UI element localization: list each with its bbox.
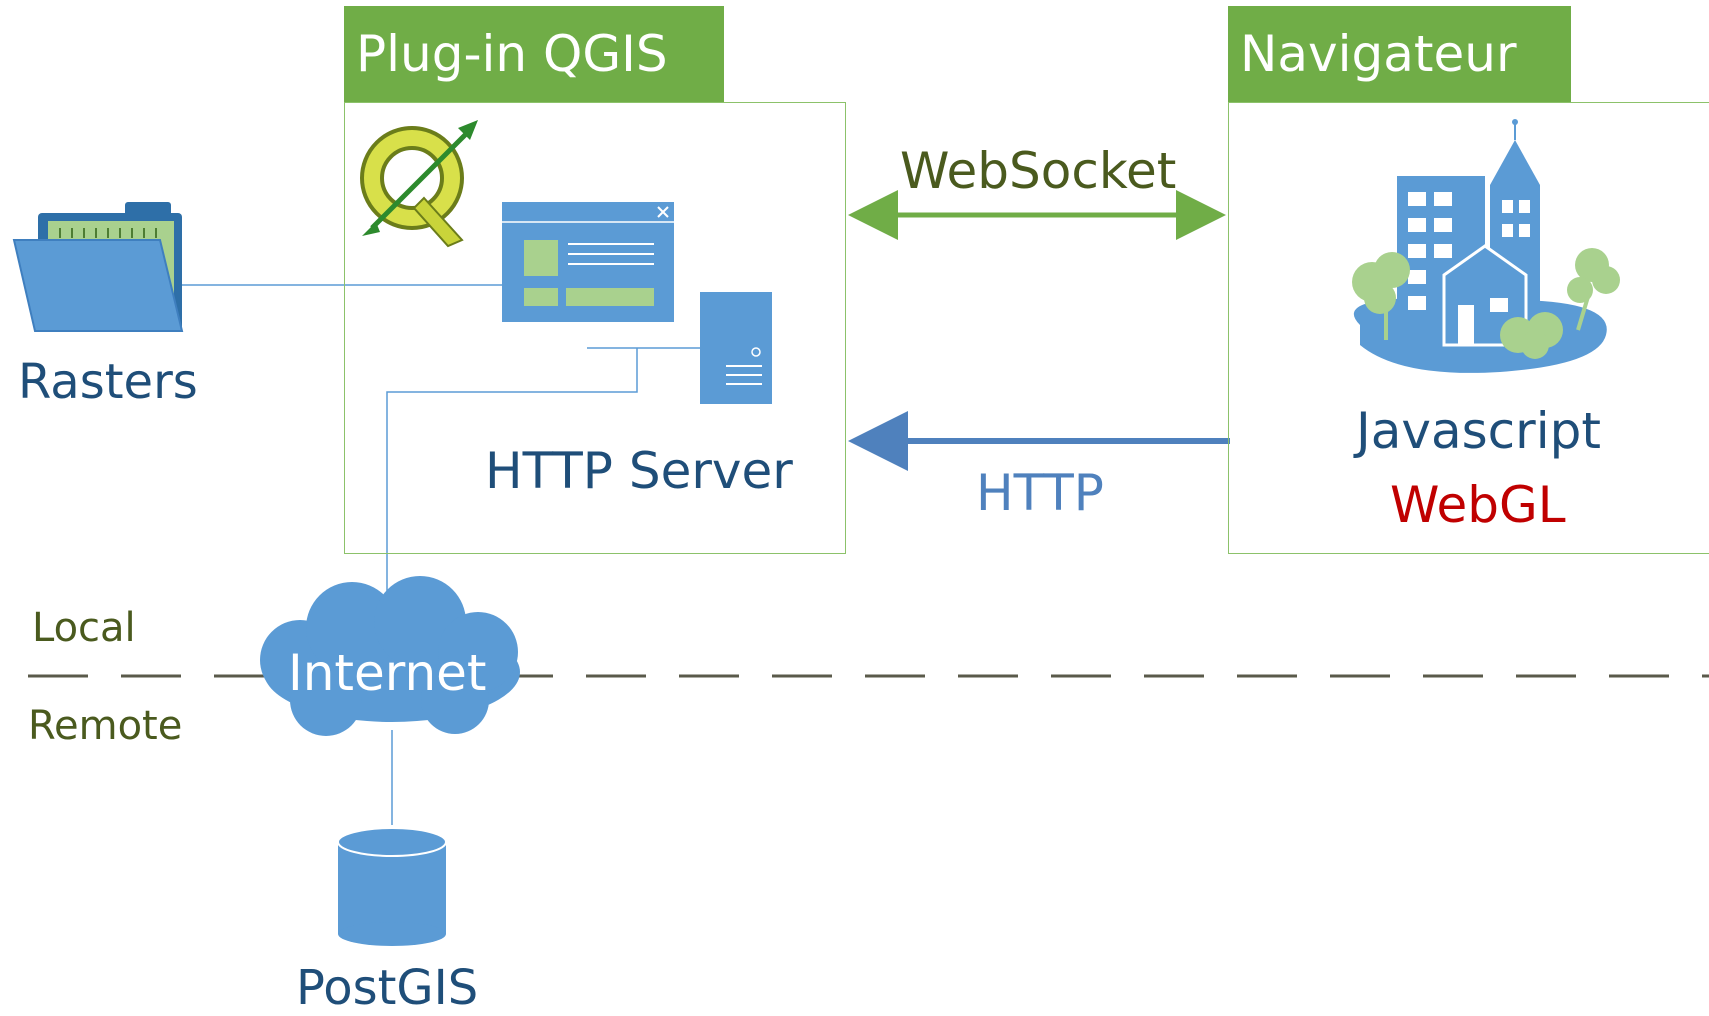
postgis-database-icon (337, 827, 447, 946)
rasters-label: Rasters (18, 354, 198, 410)
internet-cloud-icon (260, 576, 520, 736)
qgis-logo-icon (360, 120, 478, 248)
local-zone-label: Local (32, 605, 136, 651)
websocket-label: WebSocket (900, 142, 1177, 200)
postgis-label: PostGIS (296, 960, 479, 1016)
webgl-label: WebGL (1390, 476, 1566, 534)
remote-zone-label: Remote (28, 703, 183, 749)
http-label: HTTP (976, 464, 1104, 522)
plugin-header: Plug-in QGIS (344, 6, 724, 102)
http-server-label: HTTP Server (485, 442, 793, 500)
app-window-icon (502, 202, 674, 322)
plugin-box (344, 102, 846, 554)
internet-label: Internet (288, 644, 487, 702)
folder-icon (12, 202, 184, 332)
browser-box (1228, 102, 1709, 554)
browser-header: Navigateur (1228, 6, 1571, 102)
connector-lines (145, 284, 700, 825)
city-icon (1352, 119, 1620, 373)
javascript-label: Javascript (1356, 402, 1601, 460)
server-icon (700, 292, 772, 404)
